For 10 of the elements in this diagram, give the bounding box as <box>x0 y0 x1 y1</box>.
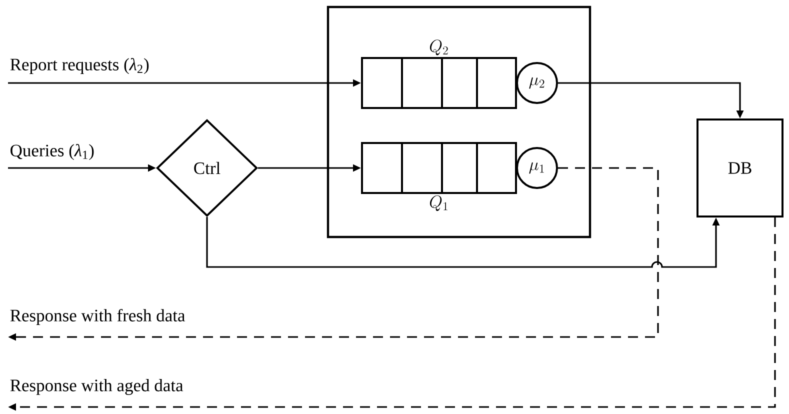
edge-label: Queries (λ$_{1}$) <box>10 144 94 160</box>
edge-label: Response with fresh data <box>10 308 186 326</box>
node-label: $Q_2$ <box>430 40 448 56</box>
database-box: DB <box>696 118 784 218</box>
edge-label: Report requests (λ$_{2}$) <box>10 58 149 74</box>
edge-label: Response with aged data <box>10 379 184 395</box>
server-box <box>326 6 592 238</box>
node-label: $Q_1$ <box>430 195 448 211</box>
queue: $Q_2$ <box>361 40 517 109</box>
queue: $Q_1$ <box>361 142 517 211</box>
